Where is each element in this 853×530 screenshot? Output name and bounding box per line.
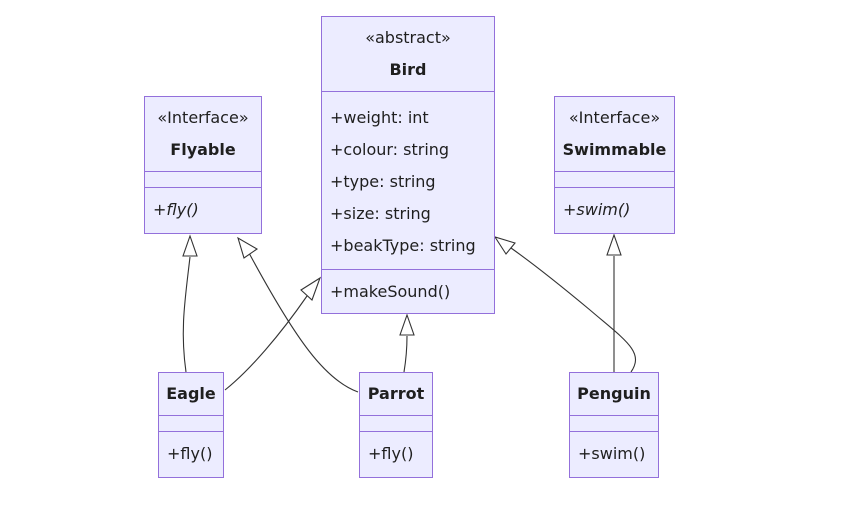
class-parrot-methods: +fly() (360, 431, 432, 470)
relation-eagle-bird (224, 295, 308, 391)
class-parrot-attributes (360, 415, 432, 431)
class-name: Parrot (367, 384, 425, 403)
relation-eagle-flyable (182, 256, 191, 373)
stereotype-label: «Interface» (157, 108, 249, 127)
class-eagle[interactable]: Eagle +fly() (158, 372, 224, 478)
stereotype-label: «abstract» (365, 28, 451, 47)
class-swimmable-header: «Interface» Swimmable (555, 97, 674, 171)
method-make-sound: +makeSound() (330, 282, 451, 301)
class-swimmable-attributes (555, 171, 674, 187)
attribute-beak-type: +beakType: string (330, 236, 476, 255)
arrowhead-penguin-bird (493, 236, 516, 255)
class-name: Eagle (166, 384, 216, 403)
method-swim: +swim() (578, 444, 646, 463)
method-swim: +swim() (563, 200, 631, 219)
class-name: Flyable (170, 140, 236, 159)
attribute-weight: +weight: int (330, 108, 429, 127)
method-fly: +fly() (368, 444, 414, 463)
arrowhead-parrot-bird (399, 313, 415, 336)
arrowhead-eagle-bird (300, 276, 322, 301)
method-fly: +fly() (167, 444, 213, 463)
class-name: Penguin (577, 384, 651, 403)
class-flyable-methods: +fly() (145, 187, 261, 226)
class-name: Bird (389, 60, 427, 79)
class-name: Swimmable (562, 140, 667, 159)
arrowhead-eagle-flyable (182, 234, 198, 257)
class-penguin-methods: +swim() (570, 431, 658, 470)
class-swimmable[interactable]: «Interface» Swimmable +swim() (554, 96, 675, 234)
arrowhead-parrot-flyable (237, 236, 259, 259)
class-bird-header: «abstract» Bird (322, 17, 494, 91)
attribute-size: +size: string (330, 204, 431, 223)
class-flyable-header: «Interface» Flyable (145, 97, 261, 171)
class-flyable[interactable]: «Interface» Flyable +fly() (144, 96, 262, 234)
arrowhead-penguin-swimmable (606, 233, 622, 256)
class-penguin-attributes (570, 415, 658, 431)
attribute-colour: +colour: string (330, 140, 450, 159)
class-bird-methods: +makeSound() (322, 269, 494, 308)
class-bird[interactable]: «abstract» Bird +weight: int +colour: st… (321, 16, 495, 314)
class-parrot-header: Parrot (360, 373, 432, 415)
relation-penguin-bird (510, 247, 637, 373)
class-penguin-header: Penguin (570, 373, 658, 415)
class-eagle-methods: +fly() (159, 431, 223, 470)
class-eagle-header: Eagle (159, 373, 223, 415)
attribute-type: +type: string (330, 172, 436, 191)
relation-parrot-bird (403, 335, 408, 373)
stereotype-label: «Interface» (568, 108, 661, 127)
class-swimmable-methods: +swim() (555, 187, 674, 226)
class-parrot[interactable]: Parrot +fly() (359, 372, 433, 478)
class-bird-attributes: +weight: int +colour: string +type: stri… (322, 91, 494, 269)
class-penguin[interactable]: Penguin +swim() (569, 372, 659, 478)
class-eagle-attributes (159, 415, 223, 431)
method-fly: +fly() (153, 200, 199, 219)
relation-parrot-flyable (248, 252, 359, 393)
class-flyable-attributes (145, 171, 261, 187)
